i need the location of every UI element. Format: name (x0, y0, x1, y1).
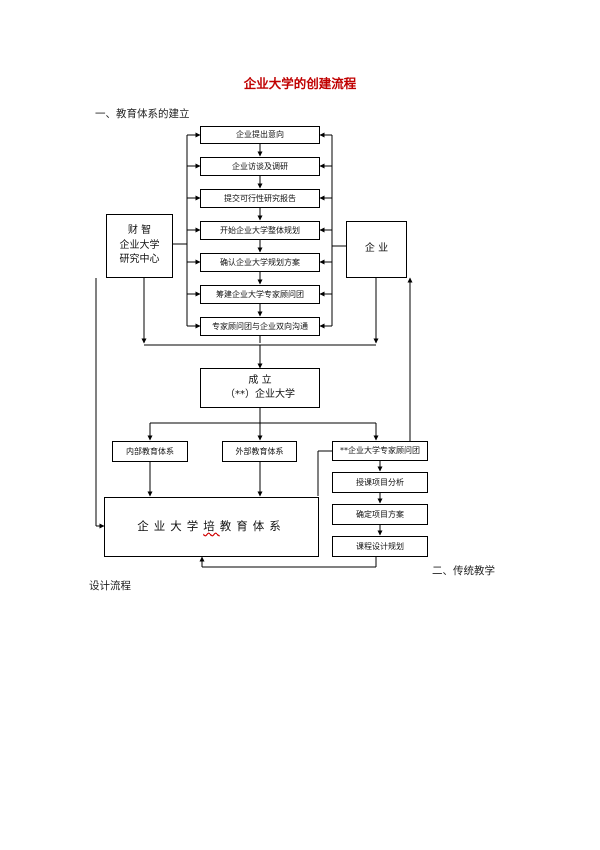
caizhi-research-center: 财 智 企业大学 研究中心 (106, 214, 173, 278)
university-training-education-system: 企业大学培教育体系 (104, 497, 319, 557)
course-design-planning: 课程设计规划 (332, 536, 428, 557)
final-text-pre: 企业大学 (137, 519, 204, 534)
flow-step-4: 开始企业大学整体规划 (200, 221, 320, 240)
section-heading-2-part2: 设计流程 (89, 580, 131, 592)
section-heading-2-part1: 二、传统教学 (432, 565, 495, 577)
establish-line-1: 成 立 (248, 374, 272, 386)
org-line-1: 财 智 (127, 225, 152, 237)
establish-line-2: （**）企业大学 (225, 389, 295, 400)
document-title: 企业大学的创建流程 (243, 76, 357, 91)
org-line-3: 研究中心 (119, 254, 160, 266)
project-plan-confirmation: 确定项目方案 (332, 504, 428, 525)
flow-step-3: 提交可行性研究报告 (200, 189, 320, 208)
final-text-post: 教育体系 (219, 519, 286, 534)
establish-university-box: 成 立 （**）企业大学 (200, 368, 320, 408)
expert-advisory-team: **企业大学专家顾问团 (332, 441, 428, 461)
final-text-mark: 培 (203, 519, 220, 534)
external-education-system: 外部教育体系 (222, 441, 297, 462)
flow-step-6: 筹建企业大学专家顾问团 (200, 285, 320, 304)
org-line-2: 企业大学 (119, 239, 160, 251)
enterprise-box: 企 业 (346, 221, 407, 278)
flow-step-5: 确认企业大学规划方案 (200, 253, 320, 272)
flow-step-1: 企业提出意向 (200, 126, 320, 144)
flow-step-2: 企业访谈及调研 (200, 157, 320, 176)
internal-education-system: 内部教育体系 (112, 441, 188, 462)
course-project-analysis: 授课项目分析 (332, 472, 428, 493)
section-heading-1: 一、教育体系的建立 (95, 108, 190, 120)
flow-step-7: 专家顾问团与企业双向沟通 (200, 317, 320, 336)
